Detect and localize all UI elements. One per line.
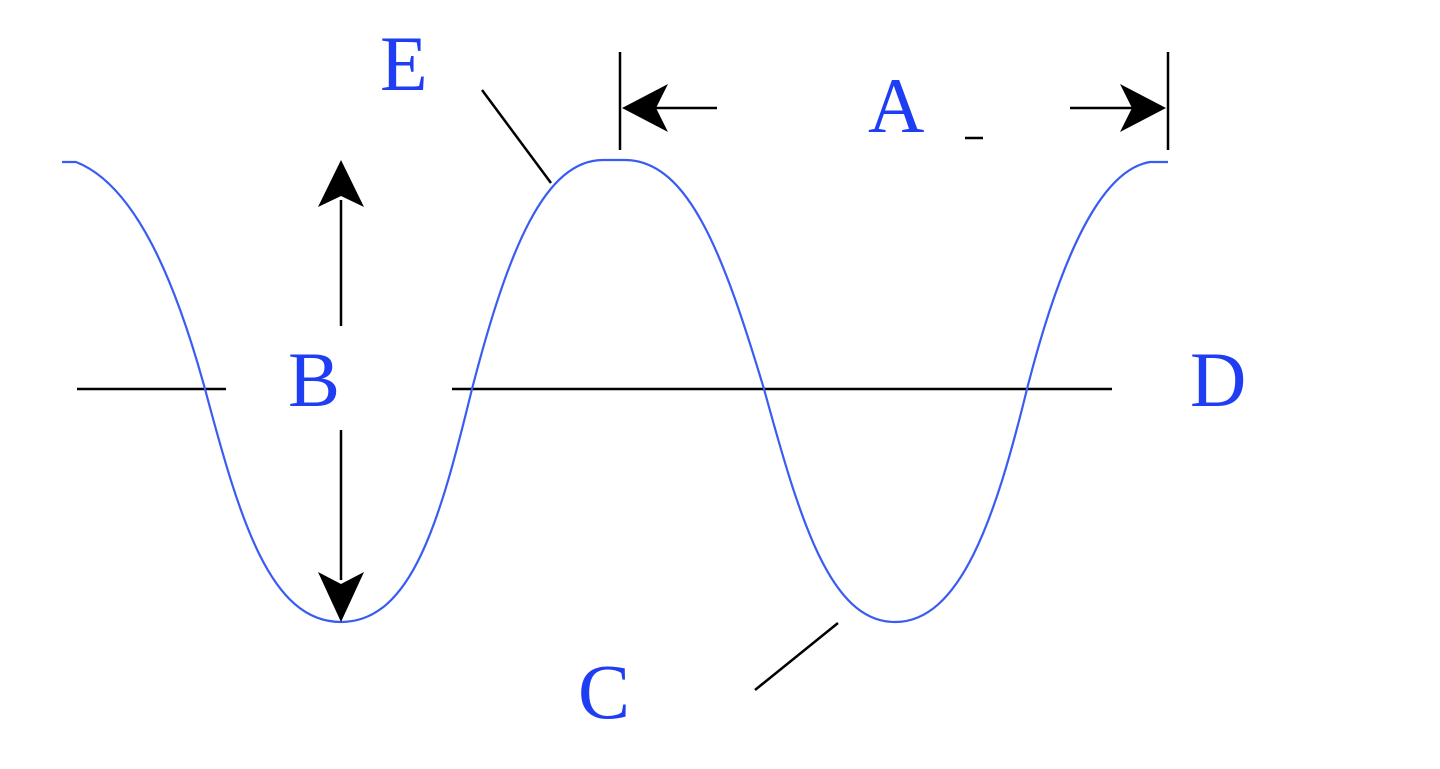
label-d-rest-position: D <box>1190 336 1246 423</box>
amplitude-arrow-up-head <box>318 160 364 207</box>
crest-leader-line <box>480 89 553 184</box>
amplitude-arrow-down-head <box>318 572 364 622</box>
wavelength-arrow-right-head <box>1120 84 1166 132</box>
label-b-amplitude: B <box>288 336 340 423</box>
label-a-wavelength: A <box>868 62 924 149</box>
wave-curve <box>62 158 1168 624</box>
wavelength-arrow-left-head <box>622 84 668 132</box>
trough-leader-line <box>754 622 839 691</box>
label-c-trough: C <box>578 648 630 735</box>
label-e-crest: E <box>380 20 428 107</box>
